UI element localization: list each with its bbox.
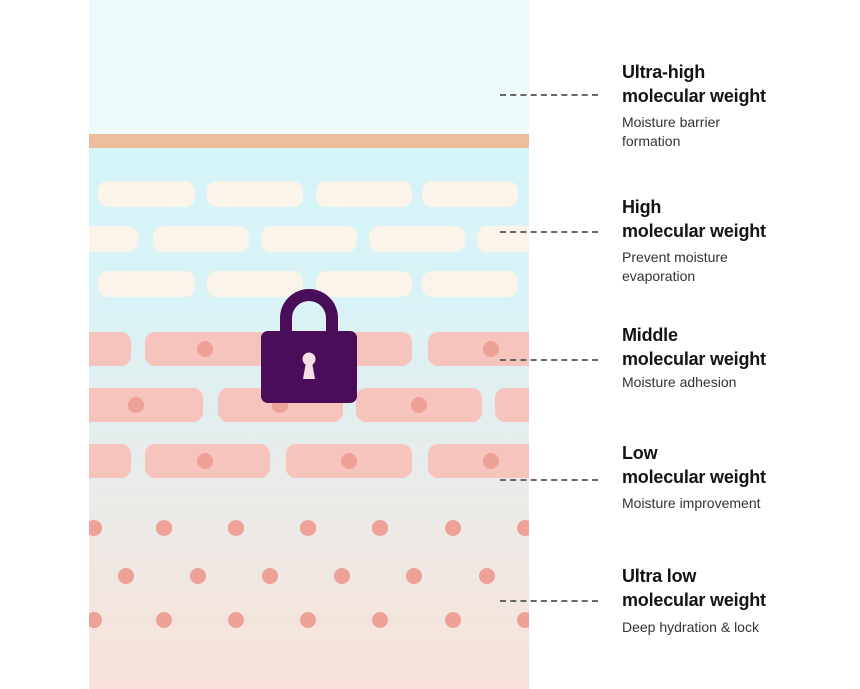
label-title: Middle — [622, 325, 678, 345]
lipid-brick — [422, 181, 518, 207]
desc-line: formation — [622, 133, 681, 149]
moisture-dot — [228, 612, 244, 628]
lock-icon — [261, 289, 357, 403]
lipid-brick — [207, 271, 303, 297]
label-description: Deep hydration & lock — [622, 618, 766, 637]
label-title: molecular weight — [622, 590, 766, 610]
label-description: Moisture improvement — [622, 494, 766, 513]
pointer-line-high — [500, 231, 598, 233]
label-low: Low molecular weight Moisture improvemen… — [622, 441, 766, 513]
moisture-dot — [190, 568, 206, 584]
skin-surface-band — [89, 134, 529, 148]
lipid-brick — [207, 181, 303, 207]
moisture-dot — [483, 341, 499, 357]
desc-line: Moisture improvement — [622, 495, 761, 511]
moisture-dot — [445, 612, 461, 628]
moisture-dot — [300, 612, 316, 628]
pointer-line-ultra-low — [500, 600, 598, 602]
desc-line: Prevent moisture — [622, 249, 728, 265]
label-high: High molecular weight Prevent moisture e… — [622, 195, 766, 286]
moisture-dot — [197, 341, 213, 357]
skin-cell-brick — [428, 444, 529, 478]
label-description: Moisture barrier formation — [622, 113, 766, 151]
moisture-dot — [89, 612, 102, 628]
label-title: Ultra-high — [622, 62, 705, 82]
desc-line: evaporation — [622, 268, 696, 284]
label-title: Ultra low — [622, 566, 697, 586]
moisture-dot — [479, 568, 495, 584]
moisture-dot — [372, 612, 388, 628]
label-title: Low — [622, 443, 658, 463]
moisture-dot — [89, 520, 102, 536]
skin-cell-brick — [89, 388, 203, 422]
label-ultra-high: Ultra-high molecular weight Moisture bar… — [622, 60, 766, 151]
label-middle: Middle molecular weight Moisture adhesio… — [622, 323, 766, 392]
moisture-dot — [341, 453, 357, 469]
moisture-dot — [372, 520, 388, 536]
label-title: molecular weight — [622, 86, 766, 106]
lipid-brick — [316, 181, 412, 207]
moisture-dot — [300, 520, 316, 536]
pointer-line-middle — [500, 359, 598, 361]
moisture-dot — [156, 520, 172, 536]
moisture-dot — [156, 612, 172, 628]
moisture-dot — [517, 612, 529, 628]
desc-line: Moisture adhesion — [622, 374, 737, 390]
moisture-dot — [406, 568, 422, 584]
lipid-brick — [89, 226, 138, 252]
moisture-dot — [334, 568, 350, 584]
label-title: High — [622, 197, 662, 217]
moisture-dot — [411, 397, 427, 413]
moisture-dot — [228, 520, 244, 536]
lipid-brick — [316, 271, 412, 297]
moisture-dot — [118, 568, 134, 584]
lipid-brick — [153, 226, 249, 252]
moisture-dot — [128, 397, 144, 413]
label-ultra-low: Ultra low molecular weight Deep hydratio… — [622, 564, 766, 637]
label-description: Moisture adhesion — [622, 373, 766, 392]
skin-layer-diagram — [89, 0, 529, 689]
moisture-dot — [517, 520, 529, 536]
lipid-brick — [98, 181, 195, 207]
lipid-brick — [477, 226, 529, 252]
label-title: molecular weight — [622, 467, 766, 487]
desc-line: Moisture barrier — [622, 114, 721, 130]
lipid-brick — [98, 271, 195, 297]
label-description: Prevent moisture evaporation — [622, 248, 766, 286]
lipid-brick — [369, 226, 465, 252]
lipid-brick — [422, 271, 518, 297]
desc-line: Deep hydration & lock — [622, 619, 759, 635]
moisture-dot — [483, 453, 499, 469]
skin-cell-brick — [89, 444, 131, 478]
pointer-line-low — [500, 479, 598, 481]
moisture-dot — [445, 520, 461, 536]
skin-cell-brick — [495, 388, 529, 422]
label-title: molecular weight — [622, 221, 766, 241]
moisture-dot — [197, 453, 213, 469]
lipid-brick — [261, 226, 357, 252]
moisture-dot — [262, 568, 278, 584]
pointer-line-ultra-high — [500, 94, 598, 96]
skin-cell-brick — [89, 332, 131, 366]
label-title: molecular weight — [622, 349, 766, 369]
